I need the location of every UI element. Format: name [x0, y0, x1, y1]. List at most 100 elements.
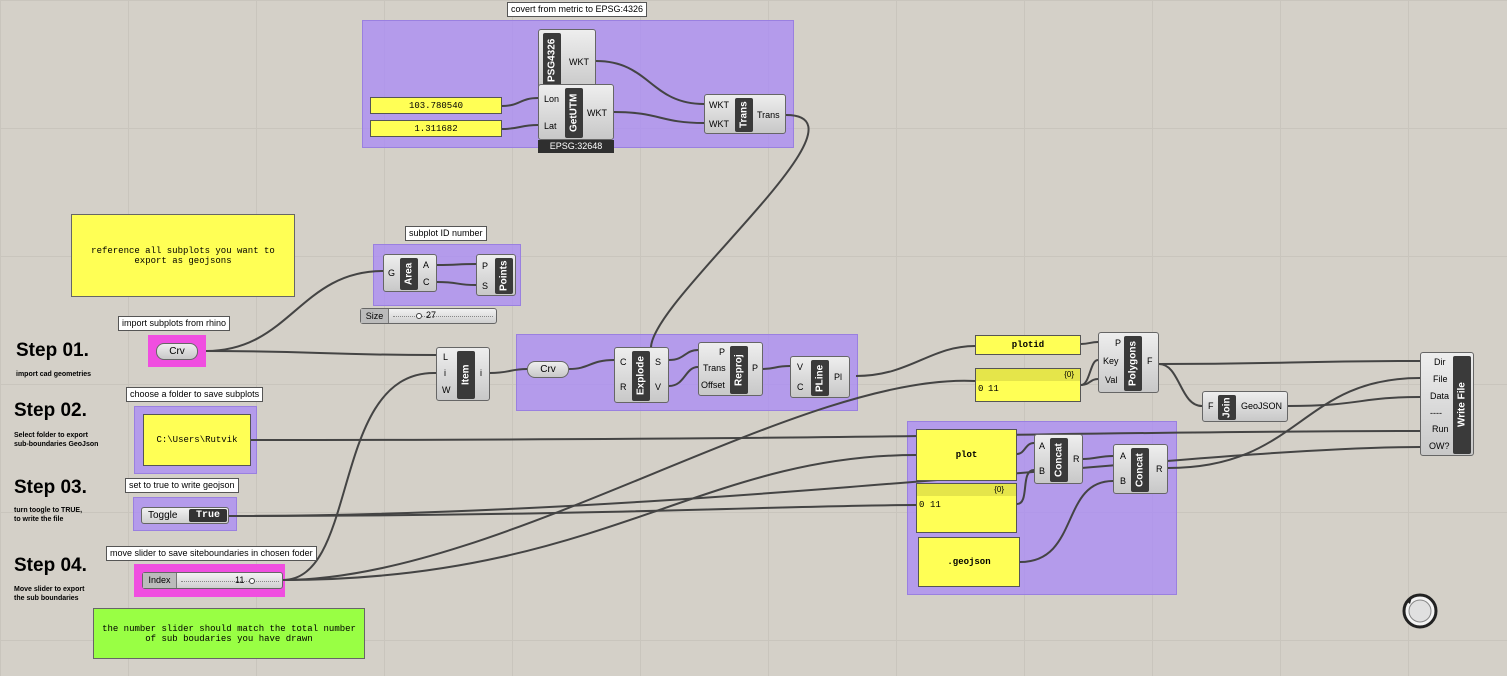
concat-list-panel[interactable]: {0} 0 11 [916, 483, 1017, 533]
lon-panel[interactable]: 103.780540 [370, 97, 502, 114]
index-slider[interactable]: Index 11 [142, 572, 283, 589]
plotid-value: plotid [1011, 340, 1045, 350]
writefile-in-run[interactable]: Run [1432, 424, 1449, 434]
reproj-in-offset[interactable]: Offset [701, 380, 725, 390]
pline-in-v[interactable]: V [797, 362, 804, 372]
writefile-in-file[interactable]: File [1433, 374, 1448, 384]
wire [595, 60, 705, 105]
size-slider[interactable]: Size 27 [360, 308, 497, 324]
wire [489, 368, 528, 374]
wire [613, 111, 705, 124]
concat1-label: Concat [1050, 438, 1068, 482]
getutm-in-lon[interactable]: Lon [544, 94, 560, 104]
pline-in-c[interactable]: C [797, 382, 804, 392]
plot-panel[interactable]: plot [916, 429, 1017, 481]
trans-out[interactable]: Trans [757, 110, 780, 120]
writefile-label: Write File [1453, 356, 1471, 454]
polygons-label: Polygons [1124, 336, 1142, 391]
points-component[interactable]: P S Points [476, 254, 516, 296]
item-out-i[interactable]: i [480, 368, 482, 378]
crv-import-component[interactable]: Crv [156, 343, 198, 360]
folder-panel[interactable]: C:\Users\Rutvik [143, 414, 251, 466]
explode-in-c[interactable]: C [620, 357, 627, 367]
wire [1167, 377, 1421, 469]
trans-in-wkt1[interactable]: WKT [709, 100, 729, 110]
writefile-component[interactable]: Dir File Data ---- Run OW? Write File [1420, 352, 1474, 456]
item-in-w[interactable]: W [442, 385, 451, 395]
index-slider-grip[interactable] [249, 578, 255, 584]
polygons-out-f[interactable]: F [1147, 356, 1153, 366]
area-in-g[interactable]: G [388, 268, 396, 278]
geojson-ext-panel[interactable]: .geojson [918, 537, 1020, 587]
wire [501, 97, 539, 107]
item-component[interactable]: L i W Item i [436, 347, 490, 401]
concat2-in-b[interactable]: B [1120, 476, 1127, 486]
concat1-out-r[interactable]: R [1073, 454, 1080, 464]
concat2-in-a[interactable]: A [1120, 451, 1127, 461]
join-out-geojson[interactable]: GeoJSON [1241, 401, 1283, 411]
wire [501, 124, 539, 130]
concat2-component[interactable]: A B Concat R [1113, 444, 1168, 494]
navigation-compass-icon[interactable] [1400, 591, 1440, 631]
toggle-value[interactable]: True [189, 509, 227, 522]
points-in-s[interactable]: S [482, 281, 489, 291]
concat2-out-r[interactable]: R [1156, 464, 1163, 474]
explode-in-r[interactable]: R [620, 382, 627, 392]
crv-import-label: Crv [169, 346, 185, 357]
join-component[interactable]: F Join GeoJSON [1202, 391, 1288, 422]
reproj-out-p[interactable]: P [752, 363, 759, 373]
points-in-p[interactable]: P [482, 261, 489, 271]
index-slider-track[interactable] [181, 581, 279, 582]
size-slider-grip[interactable] [416, 313, 422, 319]
trans-in-wkt2[interactable]: WKT [709, 119, 729, 129]
wire [282, 379, 976, 581]
slider-note[interactable]: the number slider should match the total… [93, 608, 365, 659]
wire [250, 430, 1421, 441]
wire [1082, 455, 1114, 460]
toggle-component[interactable]: Toggle True [141, 507, 229, 524]
area-component[interactable]: G Area A C [383, 254, 437, 292]
explode-out-s[interactable]: S [655, 357, 662, 367]
item-in-l[interactable]: L [443, 352, 449, 362]
pline-component[interactable]: V C PLine Pl [790, 356, 850, 398]
crv-component[interactable]: Crv [527, 361, 569, 378]
lat-panel[interactable]: 1.311682 [370, 120, 502, 137]
explode-component[interactable]: C R Explode S V [614, 347, 669, 403]
join-in-f[interactable]: F [1208, 401, 1214, 411]
reference-note[interactable]: reference all subplots you want to expor… [71, 214, 295, 297]
index-list-index: 0 [978, 384, 984, 394]
reproj-in-p[interactable]: P [719, 347, 726, 357]
getutm-out-wkt[interactable]: WKT [587, 108, 607, 118]
explode-out-v[interactable]: V [655, 382, 662, 392]
writefile-in-dir[interactable]: Dir [1434, 357, 1446, 367]
writefile-in-data[interactable]: Data [1430, 391, 1450, 401]
size-slider-track[interactable] [393, 316, 493, 317]
polygons-in-p[interactable]: P [1115, 338, 1122, 348]
concat1-in-a[interactable]: A [1039, 441, 1046, 451]
polygons-in-key[interactable]: Key [1103, 356, 1119, 366]
trans-component[interactable]: WKT WKT Trans Trans [704, 94, 786, 134]
reproj-in-trans[interactable]: Trans [703, 363, 726, 373]
polygons-in-val[interactable]: Val [1105, 375, 1118, 385]
writefile-in-sep[interactable]: ---- [1430, 408, 1442, 418]
index-list-panel[interactable]: {0} 0 11 [975, 368, 1081, 402]
concat1-in-b[interactable]: B [1039, 466, 1046, 476]
tip-epsg-group: covert from metric to EPSG:4326 [507, 2, 648, 17]
writefile-in-ow[interactable]: OW? [1429, 441, 1450, 451]
getutm-in-lat[interactable]: Lat [544, 121, 557, 131]
area-out-c[interactable]: C [423, 277, 430, 287]
polygons-component[interactable]: P Key Val Polygons F [1098, 332, 1159, 393]
getutm-component[interactable]: Lon Lat GetUTM WKT [538, 84, 614, 140]
plotid-panel[interactable]: plotid [975, 335, 1081, 355]
reproj-component[interactable]: P Trans Offset Reproj P [698, 342, 763, 396]
tip-folder: choose a folder to save subplots [126, 387, 264, 402]
wire [205, 350, 437, 356]
psg4326-component[interactable]: PSG4326 WKT [538, 29, 596, 91]
concat1-component[interactable]: A B Concat R [1034, 434, 1083, 484]
wire [1158, 360, 1421, 365]
area-out-a[interactable]: A [423, 260, 430, 270]
psg4326-out-wkt[interactable]: WKT [569, 57, 589, 67]
wire [228, 504, 917, 517]
item-in-i[interactable]: i [444, 368, 446, 378]
pline-out[interactable]: Pl [834, 372, 843, 382]
